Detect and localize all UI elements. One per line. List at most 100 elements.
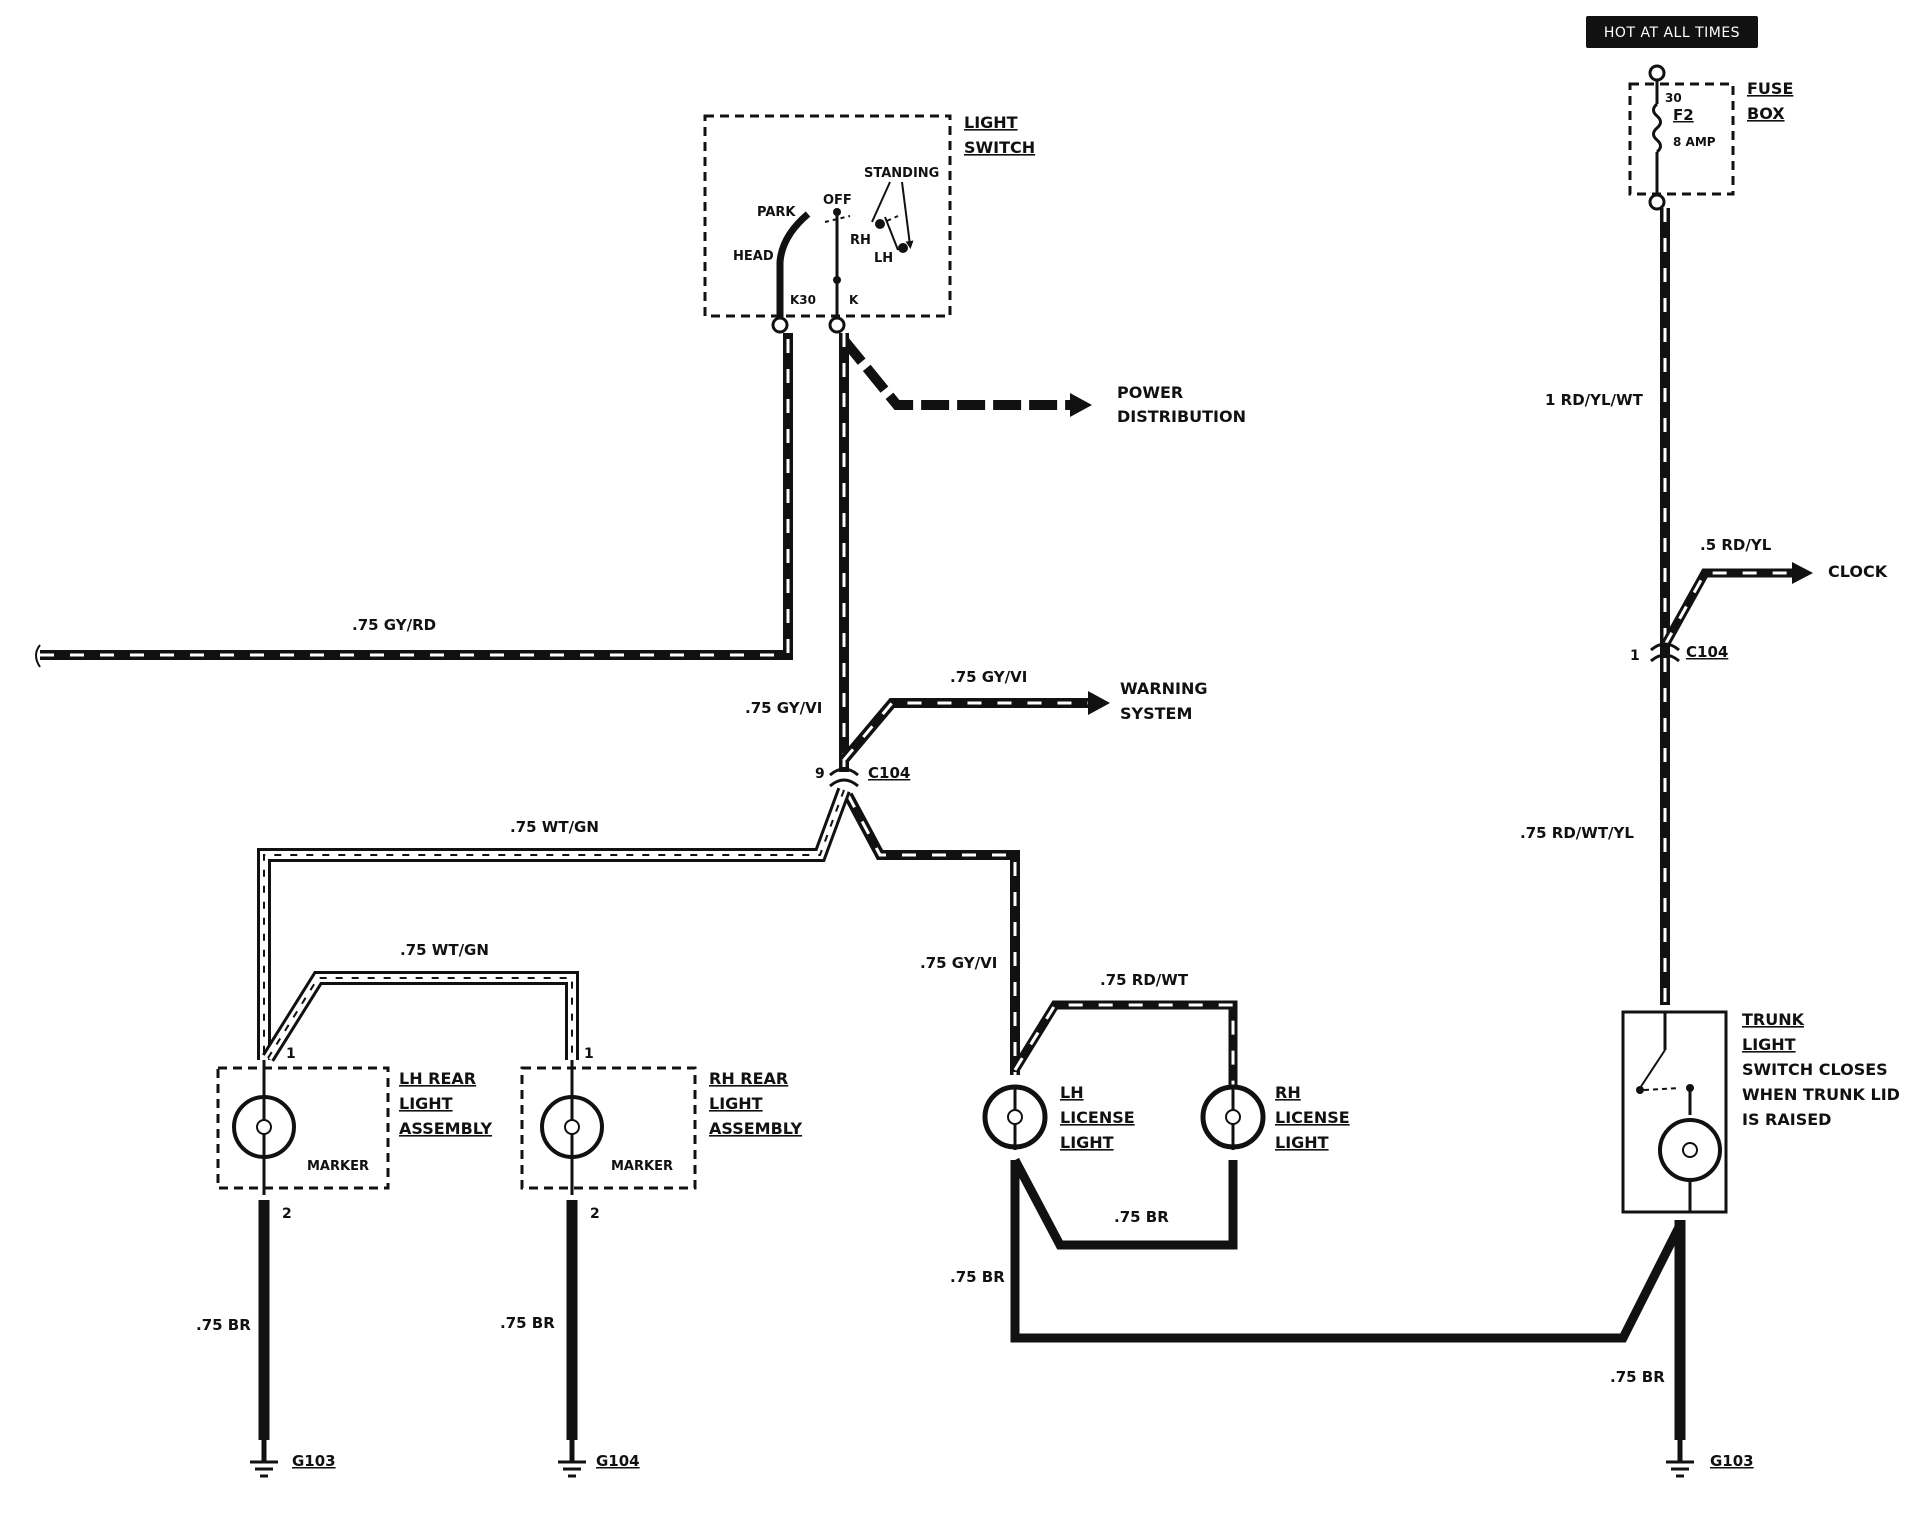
- svg-text:.75 BR: .75 BR: [950, 1268, 1005, 1286]
- svg-text:MARKER: MARKER: [611, 1159, 673, 1174]
- svg-text:FUSE: FUSE: [1747, 79, 1793, 98]
- svg-text:LICENSE: LICENSE: [1060, 1108, 1135, 1127]
- svg-text:.75 GY/RD: .75 GY/RD: [352, 616, 436, 634]
- wire-gy-vi-warning: [840, 691, 1110, 764]
- ground-leads: [258, 1200, 1686, 1440]
- svg-text:.75 BR: .75 BR: [1610, 1368, 1665, 1386]
- svg-text:BOX: BOX: [1747, 104, 1785, 123]
- svg-text:RH: RH: [850, 233, 871, 248]
- svg-text:K: K: [849, 293, 859, 307]
- wire-gy-vi-license: [843, 792, 1020, 1075]
- svg-text:HOT AT ALL TIMES: HOT AT ALL TIMES: [1604, 25, 1740, 41]
- svg-text:PARK: PARK: [757, 205, 796, 220]
- svg-text:MARKER: MARKER: [307, 1159, 369, 1174]
- svg-text:8 AMP: 8 AMP: [1673, 135, 1716, 149]
- svg-text:1: 1: [1630, 648, 1640, 664]
- svg-text:POWER: POWER: [1117, 383, 1183, 402]
- svg-text:G103: G103: [1710, 1452, 1754, 1470]
- svg-text:SWITCH CLOSES: SWITCH CLOSES: [1742, 1060, 1888, 1079]
- ground-g103-right: G103: [1666, 1440, 1754, 1478]
- connector-c104-left: 9 C104: [815, 764, 910, 788]
- svg-text:G103: G103: [292, 1452, 336, 1470]
- svg-text:ASSEMBLY: ASSEMBLY: [399, 1119, 492, 1138]
- svg-text:LH REAR: LH REAR: [399, 1069, 476, 1088]
- lh-license-light: LH LICENSE LIGHT: [982, 1083, 1135, 1152]
- svg-text:.75 RD/WT: .75 RD/WT: [1100, 971, 1189, 989]
- connector-c104-right: 1 C104: [1630, 642, 1728, 664]
- wire-rd-yl-clock: [1661, 562, 1813, 648]
- ground-icon: [250, 1440, 278, 1478]
- svg-text:2: 2: [590, 1206, 600, 1222]
- svg-text:K30: K30: [790, 293, 816, 307]
- svg-text:LH: LH: [1060, 1083, 1084, 1102]
- trunk-light: TRUNK LIGHT SWITCH CLOSES WHEN TRUNK LID…: [1621, 1010, 1900, 1214]
- svg-text:STANDING: STANDING: [864, 166, 939, 181]
- svg-text:.75 BR: .75 BR: [1114, 1208, 1169, 1226]
- bulb-icon: [1658, 1118, 1722, 1182]
- rh-license-light: RH LICENSE LIGHT: [1200, 1083, 1350, 1152]
- svg-text:F2: F2: [1673, 106, 1694, 124]
- svg-text:2: 2: [282, 1206, 292, 1222]
- wire-wt-gn: [257, 787, 851, 1062]
- wire-power-distribution: [840, 336, 1092, 417]
- svg-text:SWITCH: SWITCH: [964, 138, 1035, 157]
- svg-text:.75 GY/VI: .75 GY/VI: [920, 954, 997, 972]
- svg-text:LIGHT: LIGHT: [1742, 1035, 1796, 1054]
- svg-text:1: 1: [286, 1046, 296, 1062]
- destination-warning-system: WARNING SYSTEM: [1120, 679, 1208, 723]
- svg-text:.75 WT/GN: .75 WT/GN: [510, 818, 599, 836]
- svg-text:1 RD/YL/WT: 1 RD/YL/WT: [1545, 391, 1644, 409]
- destination-clock: CLOCK: [1828, 562, 1888, 581]
- svg-text:CLOCK: CLOCK: [1828, 562, 1888, 581]
- svg-text:RH: RH: [1275, 1083, 1301, 1102]
- wire-rd-wt: [1011, 1000, 1238, 1090]
- svg-text:C104: C104: [868, 764, 910, 782]
- svg-text:9: 9: [815, 766, 825, 782]
- svg-text:.75 RD/WT/YL: .75 RD/WT/YL: [1520, 824, 1634, 842]
- svg-text:30: 30: [1665, 91, 1682, 105]
- svg-text:SYSTEM: SYSTEM: [1120, 704, 1192, 723]
- svg-text:LICENSE: LICENSE: [1275, 1108, 1350, 1127]
- svg-text:.75 GY/VI: .75 GY/VI: [950, 668, 1027, 686]
- svg-text:RH REAR: RH REAR: [709, 1069, 788, 1088]
- svg-text:ASSEMBLY: ASSEMBLY: [709, 1119, 802, 1138]
- rh-rear-light-assembly: 1 MARKER 2 RH REAR LIGHT ASSEMBLY: [520, 1046, 802, 1222]
- arrow-right-icon: [1792, 562, 1813, 584]
- svg-text:TRUNK: TRUNK: [1742, 1010, 1805, 1029]
- ground-icon: [558, 1440, 586, 1478]
- svg-text:.75 GY/VI: .75 GY/VI: [745, 699, 822, 717]
- svg-text:WHEN TRUNK LID: WHEN TRUNK LID: [1742, 1085, 1900, 1104]
- svg-text:LIGHT: LIGHT: [399, 1094, 453, 1113]
- wire-br-license: [1010, 1157, 1685, 1343]
- svg-text:.75 BR: .75 BR: [196, 1316, 251, 1334]
- trunk-switch-icon: [1639, 1049, 1666, 1089]
- svg-text:DISTRIBUTION: DISTRIBUTION: [1117, 407, 1246, 426]
- light-switch: LIGHT SWITCH STANDING PARK OFF RH LH HEA…: [703, 113, 1035, 334]
- svg-text:LH: LH: [874, 251, 893, 266]
- svg-text:LIGHT: LIGHT: [1060, 1133, 1114, 1152]
- svg-text:.75 WT/GN: .75 WT/GN: [400, 941, 489, 959]
- ground-g103-left: G103: [250, 1440, 336, 1478]
- svg-text:LIGHT: LIGHT: [1275, 1133, 1329, 1152]
- wire-labels: .75 GY/RD .75 GY/VI .75 GY/VI .75 WT/GN …: [196, 391, 1772, 1386]
- svg-text:LIGHT: LIGHT: [709, 1094, 763, 1113]
- svg-text:WARNING: WARNING: [1120, 679, 1208, 698]
- arrow-right-icon: [1070, 393, 1092, 417]
- svg-text:LIGHT: LIGHT: [964, 113, 1018, 132]
- svg-text:HEAD: HEAD: [733, 249, 774, 264]
- svg-text:G104: G104: [596, 1452, 640, 1470]
- switch-blade-icon: [776, 211, 811, 318]
- svg-text:.5 RD/YL: .5 RD/YL: [1700, 536, 1772, 554]
- arrow-right-icon: [1088, 691, 1110, 715]
- svg-text:1: 1: [584, 1046, 594, 1062]
- fuse-icon: [1652, 102, 1662, 154]
- svg-text:C104: C104: [1686, 643, 1728, 661]
- svg-text:IS RAISED: IS RAISED: [1742, 1110, 1831, 1129]
- svg-text:.75 BR: .75 BR: [500, 1314, 555, 1332]
- ground-g104: G104: [558, 1440, 640, 1478]
- fuse-box: 30 F2 8 AMP FUSE BOX: [1628, 64, 1793, 211]
- lh-rear-light-assembly: 1 MARKER 2 LH REAR LIGHT ASSEMBLY: [216, 1046, 492, 1222]
- destination-power-distribution: POWER DISTRIBUTION: [1117, 383, 1246, 426]
- svg-text:OFF: OFF: [823, 193, 852, 208]
